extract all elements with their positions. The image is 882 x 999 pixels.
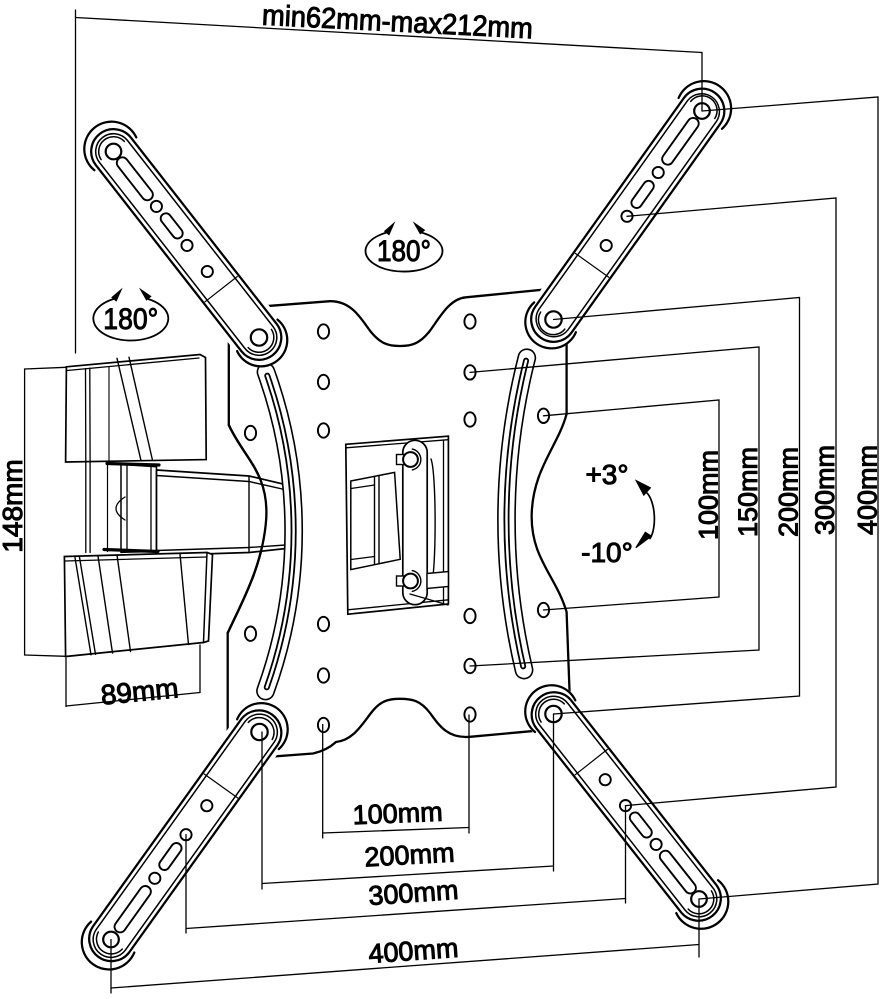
svg-text:400mm: 400mm	[367, 933, 459, 969]
svg-text:100mm: 100mm	[352, 797, 443, 830]
svg-text:150mm: 150mm	[733, 447, 763, 537]
svg-text:-10°: -10°	[581, 537, 633, 568]
svg-text:200mm: 200mm	[364, 838, 456, 873]
svg-text:180°: 180°	[103, 303, 158, 336]
svg-text:180°: 180°	[377, 235, 431, 268]
svg-text:+3°: +3°	[585, 459, 628, 490]
svg-text:148mm: 148mm	[0, 459, 28, 552]
svg-text:100mm: 100mm	[694, 450, 724, 540]
svg-text:200mm: 200mm	[774, 447, 804, 537]
svg-text:400mm: 400mm	[853, 445, 882, 535]
svg-text:300mm: 300mm	[810, 445, 840, 535]
svg-text:300mm: 300mm	[367, 875, 459, 911]
